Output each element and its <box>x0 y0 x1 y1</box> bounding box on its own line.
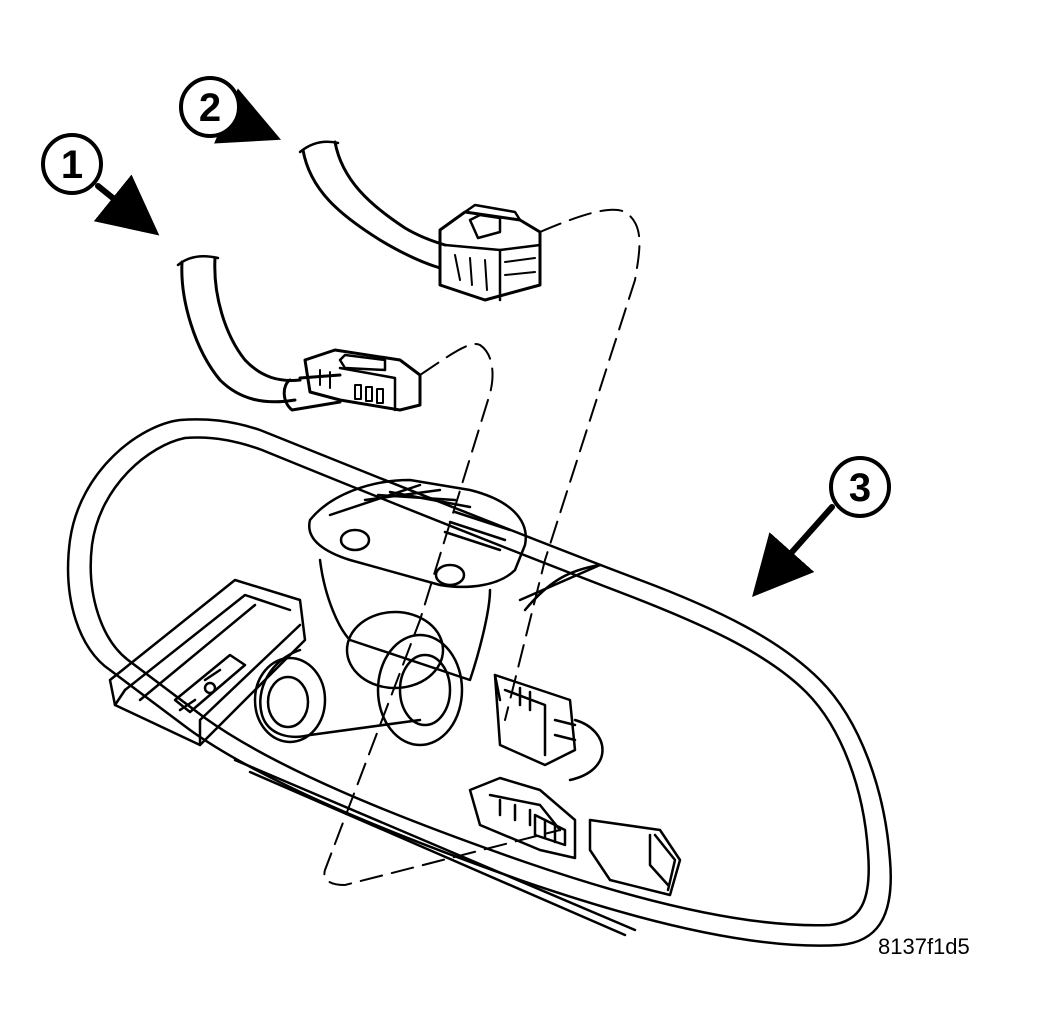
wire-harness-connector-1 <box>176 255 422 412</box>
callout-3: 3 <box>829 456 891 518</box>
mirror-lower-edge-2 <box>248 770 627 937</box>
figure-id: 8137f1d5 <box>878 934 970 959</box>
mirror-receptacle-lower <box>468 776 577 860</box>
callout-arrow-2 <box>214 88 282 144</box>
mirror-switch-opening <box>588 818 682 897</box>
rearview-mirror <box>66 418 892 947</box>
mount-hole-left <box>339 528 371 552</box>
callout-1: 1 <box>41 133 103 195</box>
callout-1-label: 1 <box>61 143 83 187</box>
mirror-receptacle-upper <box>493 673 577 767</box>
callout-arrow-3 <box>752 504 835 597</box>
callout-arrow-1 <box>93 174 160 236</box>
wire-harness-connector-2 <box>298 140 542 302</box>
callout-2-label: 2 <box>199 86 221 130</box>
mount-housing <box>307 478 527 589</box>
callout-3-label: 3 <box>849 466 871 510</box>
mirror-inner-bezel <box>89 436 870 927</box>
callout-2: 2 <box>179 76 241 138</box>
mount-hole-right <box>434 563 466 587</box>
callout-arrows <box>93 88 835 597</box>
mirror-outer-shell <box>66 418 892 947</box>
mirror-lower-edge <box>233 758 637 932</box>
mirror-stem <box>318 558 492 682</box>
dashed-leader-lines <box>323 208 641 887</box>
